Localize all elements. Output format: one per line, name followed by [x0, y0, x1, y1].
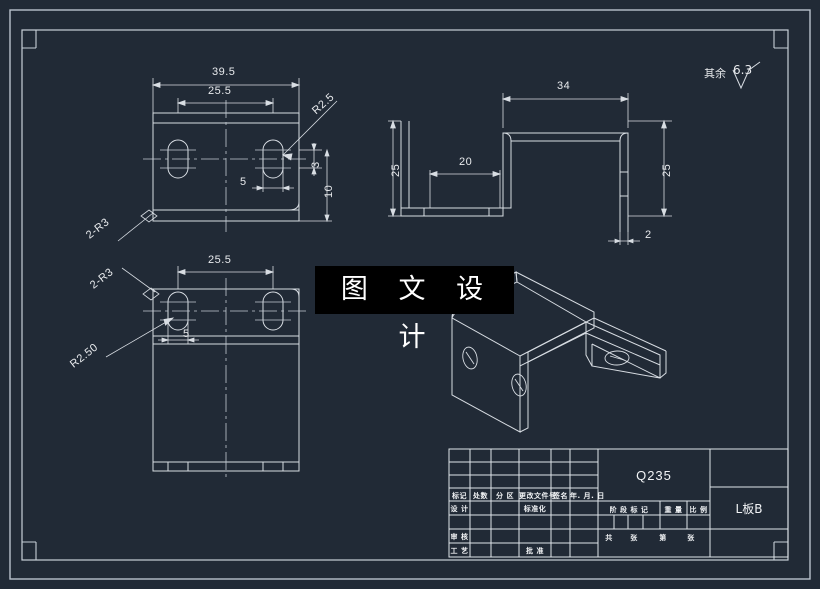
dim-39-5: 39.5	[212, 66, 236, 78]
dim-25-left: 25	[390, 163, 402, 177]
tb-scale-label: 比 例	[689, 506, 708, 514]
tb-header-zone: 分 区	[496, 492, 514, 500]
tb-header-count: 处数	[473, 492, 488, 500]
tb-header-date: 年. 月. 日	[570, 492, 605, 500]
tb-sheet-index-label: 第	[659, 534, 667, 542]
dim-5-bottom: 5	[183, 328, 190, 340]
tb-weight-label: 重 量	[664, 506, 683, 514]
tb-row-standardize-label: 标准化	[523, 505, 547, 513]
tb-sheet-index-unit: 张	[687, 534, 695, 542]
surface-note-label: 其余	[704, 67, 726, 80]
tb-header-sign: 签名	[553, 492, 568, 500]
dim-5-top: 5	[240, 176, 247, 188]
surface-roughness-value: 6.3	[733, 63, 753, 77]
tb-header-docno: 更改文件号	[519, 492, 557, 500]
dim-10: 10	[323, 184, 335, 198]
tb-row-process-label: 工 艺	[450, 547, 469, 555]
tb-row-approve-label: 批 准	[526, 547, 544, 555]
dim-20: 20	[459, 156, 473, 168]
dim-25-5-bottom: 25.5	[208, 254, 232, 266]
dim-34: 34	[557, 80, 571, 92]
tb-sheet-total-unit: 张	[630, 534, 638, 542]
material-value: Q235	[636, 468, 672, 483]
watermark-overlay: 图 文 设 计	[315, 266, 514, 353]
tb-sheet-total-label: 共	[605, 534, 613, 542]
tb-stage-mark-label: 阶 段 标 记	[609, 506, 649, 514]
dim-25-right: 25	[661, 163, 673, 177]
tb-row-design-label: 设 计	[450, 505, 469, 513]
part-name-value: L板B	[735, 502, 763, 516]
dim-2-thickness: 2	[645, 229, 652, 241]
dim-3: 3	[310, 161, 322, 168]
dim-25-5-top: 25.5	[208, 85, 232, 97]
tb-row-review-label: 审 核	[450, 533, 469, 541]
tb-header-mark: 标记	[452, 492, 467, 500]
